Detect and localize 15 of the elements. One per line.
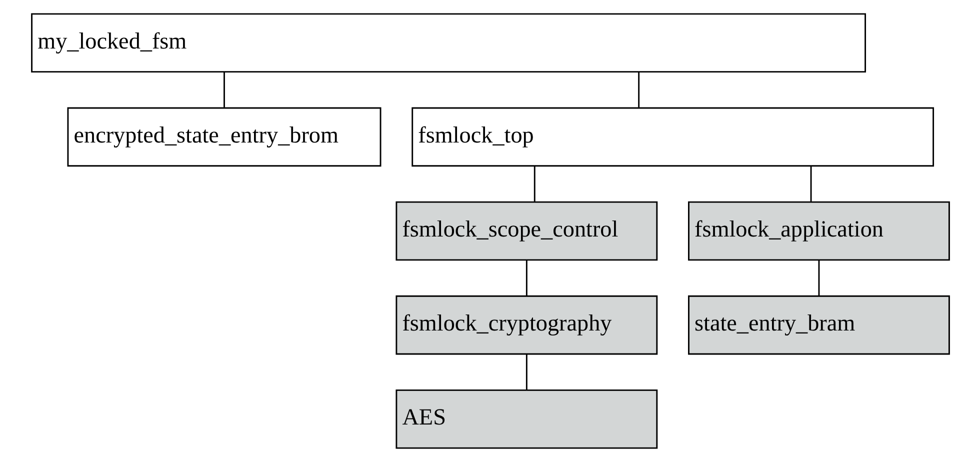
node-box: fsmlock_scope_control: [395, 201, 658, 261]
connector: [525, 354, 527, 390]
node-box: AES: [395, 389, 658, 449]
connector: [533, 166, 535, 202]
node-box: fsmlock_cryptography: [395, 295, 658, 355]
node-box: my_locked_fsm: [30, 13, 866, 73]
connector: [818, 260, 820, 296]
connector: [223, 72, 224, 108]
connector: [638, 72, 640, 108]
node-box: fsmlock_top: [411, 107, 934, 167]
node-box: state_entry_bram: [688, 295, 950, 355]
connector: [525, 260, 527, 296]
node-box: fsmlock_application: [688, 201, 950, 261]
node-box: encrypted_state_entry_brom: [66, 107, 381, 167]
connector: [810, 166, 812, 202]
